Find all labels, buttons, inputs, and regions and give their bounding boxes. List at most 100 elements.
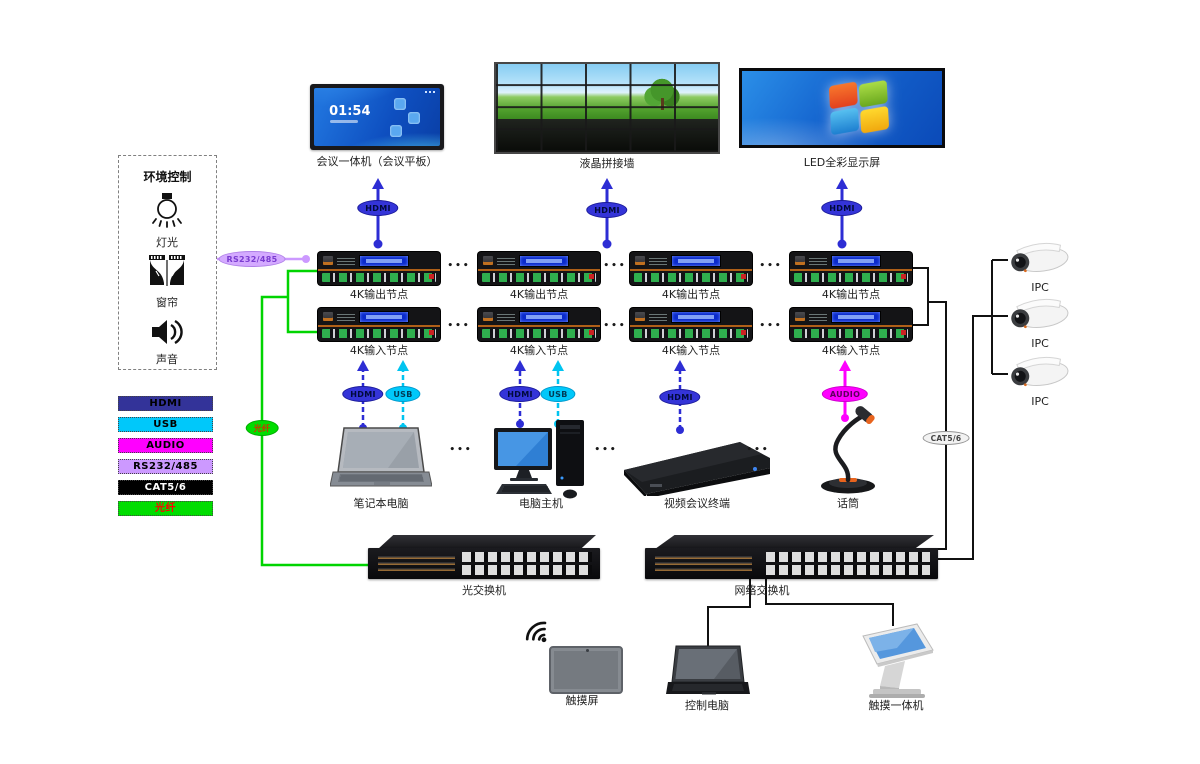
hdmi-arrow-dots bbox=[373, 239, 847, 249]
ipc-camera-label: IPC bbox=[1031, 281, 1049, 294]
rs232-link-label: RS232/485 bbox=[218, 251, 286, 267]
ipc-camera-label: IPC bbox=[1031, 337, 1049, 350]
node-logo-icon bbox=[323, 312, 333, 321]
audio-link-label: AUDIO bbox=[821, 386, 869, 402]
4k-input-node-2 bbox=[478, 308, 600, 341]
node-logo-icon bbox=[795, 256, 805, 265]
switch-front-face bbox=[368, 548, 600, 579]
vc-terminal-device bbox=[624, 442, 770, 496]
more-sources-ellipsis: ••• bbox=[449, 445, 473, 455]
ipc-camera-2 bbox=[1011, 298, 1069, 329]
hdmi-link-label: HDMI bbox=[659, 389, 701, 405]
microphone-label: 话筒 bbox=[837, 497, 859, 510]
node-accent-stripe bbox=[318, 269, 440, 271]
node-lcd-screen bbox=[672, 256, 720, 266]
node-front-text bbox=[809, 257, 827, 265]
node-accent-stripe bbox=[478, 269, 600, 271]
environment-control-panel: 环境控制 灯光 窗帘 声音 bbox=[118, 155, 217, 370]
switch-port-grid bbox=[462, 552, 592, 576]
4k-input-node-4 bbox=[790, 308, 912, 341]
input-node-label: 4K输入节点 bbox=[349, 344, 409, 357]
usb-link-label: USB bbox=[540, 386, 576, 402]
node-accent-stripe bbox=[318, 325, 440, 327]
ipc-camera-label: IPC bbox=[1031, 395, 1049, 408]
panel-clock: 01:54 bbox=[329, 104, 371, 120]
node-logo-icon bbox=[795, 312, 805, 321]
node-ports bbox=[482, 273, 596, 282]
node-lcd-screen bbox=[520, 312, 568, 322]
desktop-pc-device bbox=[494, 420, 584, 499]
hdmi-link-label: HDMI bbox=[499, 386, 541, 402]
legend-item-rs232: RS232/485 bbox=[118, 459, 213, 474]
node-front-text bbox=[649, 313, 667, 321]
more-nodes-ellipsis: ••• bbox=[603, 261, 627, 271]
node-lcd-screen bbox=[832, 312, 880, 322]
node-lcd-screen bbox=[360, 312, 408, 322]
ipc-camera-1 bbox=[1011, 242, 1069, 273]
more-nodes-ellipsis: ••• bbox=[447, 261, 471, 271]
4k-input-node-1 bbox=[318, 308, 440, 341]
input-node-label: 4K输入节点 bbox=[661, 344, 721, 357]
switch-top-face bbox=[378, 535, 596, 549]
desktop-pc-label: 电脑主机 bbox=[519, 497, 563, 510]
4k-output-node-3 bbox=[630, 252, 752, 285]
panel-app-icon bbox=[407, 112, 420, 125]
optical-switch-device bbox=[368, 535, 600, 579]
usb-link-label: USB bbox=[385, 386, 421, 402]
node-ports bbox=[794, 329, 908, 338]
output-node-label: 4K输出节点 bbox=[821, 288, 881, 301]
touch-screen-label: 触摸屏 bbox=[565, 694, 599, 707]
output-node-label: 4K输出节点 bbox=[661, 288, 721, 301]
node-lcd-screen bbox=[360, 256, 408, 266]
speaker-icon bbox=[152, 319, 183, 345]
curtain-label: 窗帘 bbox=[156, 296, 178, 309]
hdmi-link-label: HDMI bbox=[357, 200, 399, 216]
node-ports bbox=[322, 273, 436, 282]
switch-top-face bbox=[655, 535, 934, 549]
panel-app-icon bbox=[393, 98, 406, 111]
wifi-icon bbox=[525, 621, 547, 643]
switch-front-face bbox=[645, 548, 938, 579]
node-ports bbox=[322, 329, 436, 338]
cat56-link-label: CAT5/6 bbox=[922, 431, 970, 445]
network-switch-label: 网络交换机 bbox=[734, 584, 790, 597]
4k-output-node-1 bbox=[318, 252, 440, 285]
4k-output-node-2 bbox=[478, 252, 600, 285]
laptop-device bbox=[330, 427, 432, 487]
node-ports bbox=[634, 273, 748, 282]
output-node-label: 4K输出节点 bbox=[509, 288, 569, 301]
led-display bbox=[739, 68, 945, 148]
video-wall-bezel-grid bbox=[496, 64, 718, 152]
node-accent-stripe bbox=[478, 325, 600, 327]
microphone-device bbox=[821, 406, 875, 494]
fiber-link-label: 光纤 bbox=[245, 420, 279, 436]
output-node-label: 4K输出节点 bbox=[349, 288, 409, 301]
sound-label: 声音 bbox=[156, 353, 178, 366]
network-switch-device bbox=[645, 535, 938, 579]
node-lcd-screen bbox=[520, 256, 568, 266]
node-front-text bbox=[649, 257, 667, 265]
cat56-lines bbox=[707, 259, 1008, 648]
laptop-label: 笔记本电脑 bbox=[353, 497, 409, 510]
light-bulb-icon bbox=[152, 193, 182, 228]
vc-terminal-label: 视频会议终端 bbox=[664, 497, 730, 510]
legend-item-hdmi: HDMI bbox=[118, 396, 213, 411]
lcd-video-wall bbox=[494, 62, 720, 154]
windows-logo-icon bbox=[828, 79, 892, 136]
panel-menu-dots bbox=[425, 91, 435, 93]
led-screen bbox=[742, 71, 942, 145]
control-pc-device bbox=[666, 645, 750, 695]
node-ports bbox=[482, 329, 596, 338]
more-nodes-ellipsis: ••• bbox=[447, 321, 471, 331]
input-node-label: 4K输入节点 bbox=[509, 344, 569, 357]
node-logo-icon bbox=[635, 256, 645, 265]
node-lcd-screen bbox=[672, 312, 720, 322]
more-sources-ellipsis: ••• bbox=[746, 445, 770, 455]
curtain-icon bbox=[149, 255, 185, 286]
hdmi-link-label: HDMI bbox=[821, 200, 863, 216]
video-wall-label: 液晶拼接墙 bbox=[579, 157, 635, 170]
switch-port-grid bbox=[765, 552, 930, 576]
input-node-label: 4K输入节点 bbox=[821, 344, 881, 357]
legend-item-cat56: CAT5/6 bbox=[118, 480, 213, 495]
